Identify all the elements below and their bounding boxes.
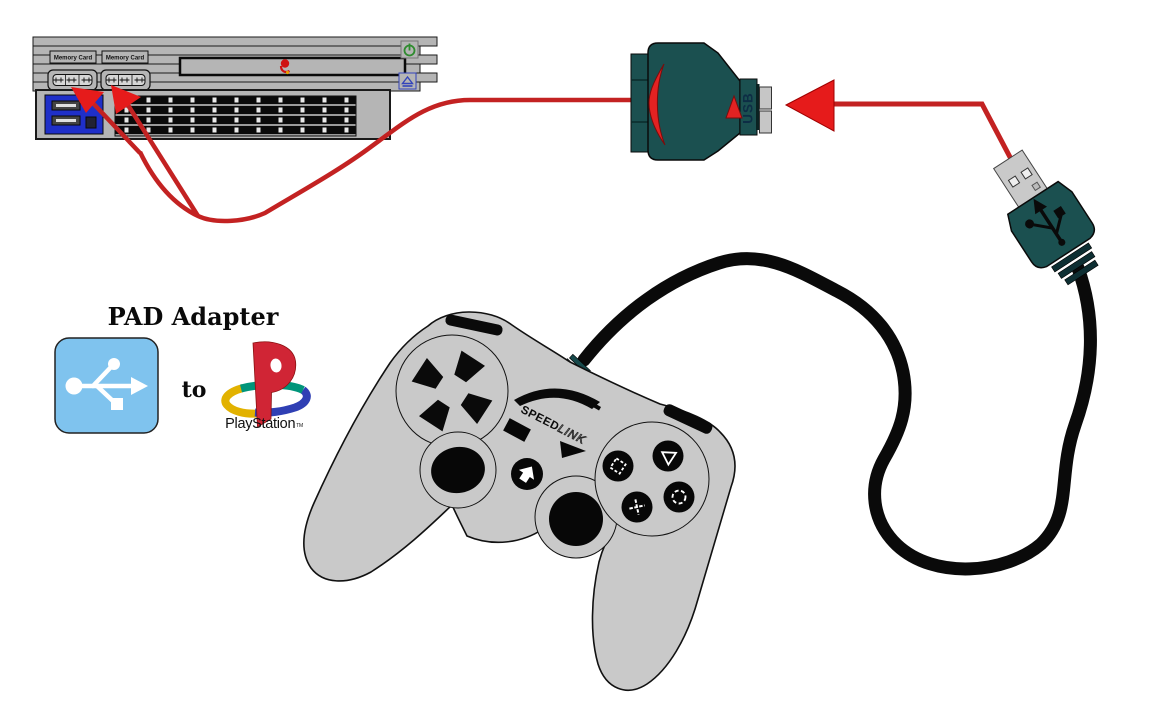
cross-button-icon — [621, 491, 653, 523]
ps-logo-p — [252, 341, 297, 428]
adapter-metal-cap-top — [759, 86, 772, 110]
dpad-icon — [411, 350, 493, 432]
black-usb-cable — [577, 252, 1097, 576]
square-button-icon — [602, 450, 634, 482]
memory-card-slot-1: Memory Card — [49, 50, 97, 64]
controller-port-2 — [100, 69, 151, 91]
tray-mascot — [279, 59, 291, 75]
usb-logo-box — [54, 337, 159, 434]
red-cable — [137, 97, 631, 224]
playstation-logo: PlayStationTM — [221, 341, 311, 432]
console-usb-port-2 — [51, 115, 81, 126]
dpad-plate — [395, 334, 509, 448]
firewire-port — [85, 116, 97, 129]
adapter-red-triangle — [725, 94, 743, 119]
select-button — [503, 418, 531, 442]
power-icon — [400, 40, 419, 59]
memory-card-label-2: Memory Card — [106, 56, 145, 62]
big-red-arrow — [784, 79, 1014, 161]
left-shoulder-button — [445, 314, 503, 336]
usb-trident-white-icon — [65, 358, 148, 410]
controller: SPEEDLINK — [302, 311, 736, 691]
ps2-console: Memory Card Memory Card — [32, 36, 438, 140]
eject-icon — [398, 72, 417, 90]
usb-plug-strain-relief — [1051, 242, 1099, 286]
usb-trident-icon — [1025, 198, 1066, 246]
speedlink-swoosh — [514, 388, 602, 411]
analog-mode-button — [511, 458, 543, 490]
usb-plug — [992, 149, 1099, 286]
right-analog-stick — [549, 492, 603, 546]
adapter-red-crescent — [648, 63, 666, 146]
adapter-usb-label: USB — [741, 92, 756, 124]
left-analog-stick — [431, 446, 485, 494]
legend: PAD Adapter to PlayStationTM — [54, 302, 311, 434]
adapter-metal-cap-bottom — [759, 110, 772, 134]
disc-tray — [178, 56, 407, 77]
port-arrow-1 — [71, 87, 142, 155]
port-arrow-2 — [111, 85, 200, 218]
connector-word: to — [182, 377, 207, 403]
console-usb-port-1 — [51, 100, 81, 111]
front-panel — [35, 89, 391, 140]
memory-card-slot-2: Memory Card — [101, 50, 149, 64]
vent-grille — [114, 95, 357, 137]
pad-adapter-device: USB — [630, 42, 772, 161]
start-button — [560, 441, 586, 458]
playstation-wordmark: PlayStationTM — [225, 416, 303, 432]
circle-button-icon — [663, 481, 695, 513]
adapter-body — [647, 42, 741, 161]
triangle-button-icon — [652, 440, 684, 472]
page-title: PAD Adapter — [108, 302, 279, 331]
memory-card-label-1: Memory Card — [54, 56, 93, 62]
right-shoulder-button — [663, 404, 713, 434]
adapter-ps-connector — [630, 53, 649, 153]
controller-port-1 — [47, 69, 98, 91]
